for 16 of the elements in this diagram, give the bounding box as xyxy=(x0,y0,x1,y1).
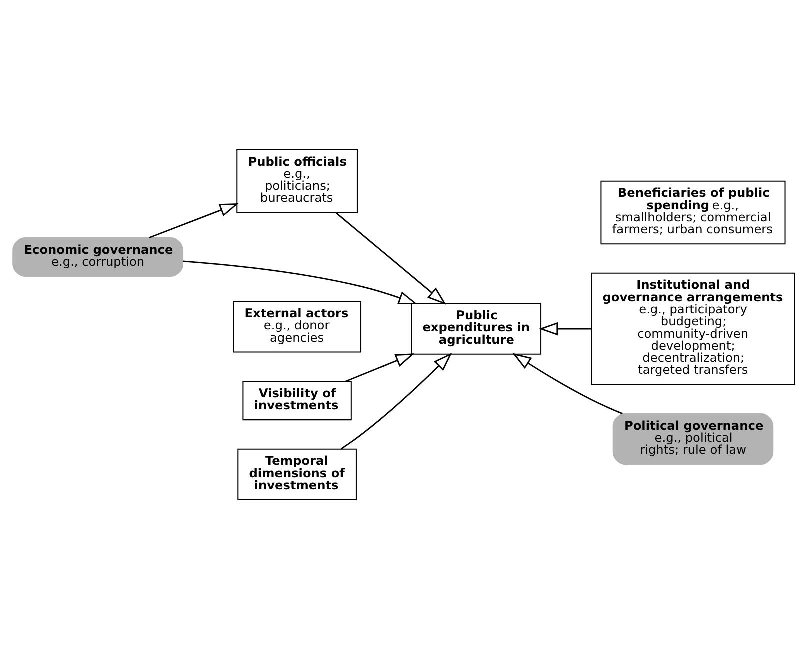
node-box: Political governance e.g., political rights; rule of law xyxy=(612,413,774,465)
node-box: Beneficiaries of public spending e.g., smallholders; commercial farmers; urban consumers xyxy=(600,180,786,244)
node-box: Public officials e.g., politicians; bureaucrats xyxy=(236,149,358,213)
arrow xyxy=(183,260,418,304)
arrow xyxy=(336,212,446,304)
node-box: Public expenditures in agriculture xyxy=(411,302,542,354)
node-box: Economic governance e.g., corruption xyxy=(12,237,184,276)
arrow xyxy=(345,353,415,382)
node-box: External actors e.g., donor agencies xyxy=(233,300,362,352)
node-box: Temporal dimensions of investments xyxy=(238,448,357,500)
node-box: Visibility of investments xyxy=(242,380,352,420)
arrow xyxy=(512,352,624,414)
arrow xyxy=(539,322,592,336)
node-box: Institutional and governance arrangements e.g., participatory budgeting; community-driven development; decentralization; targeted transfers xyxy=(591,272,796,385)
arrow xyxy=(340,352,452,450)
arrow xyxy=(148,203,239,238)
